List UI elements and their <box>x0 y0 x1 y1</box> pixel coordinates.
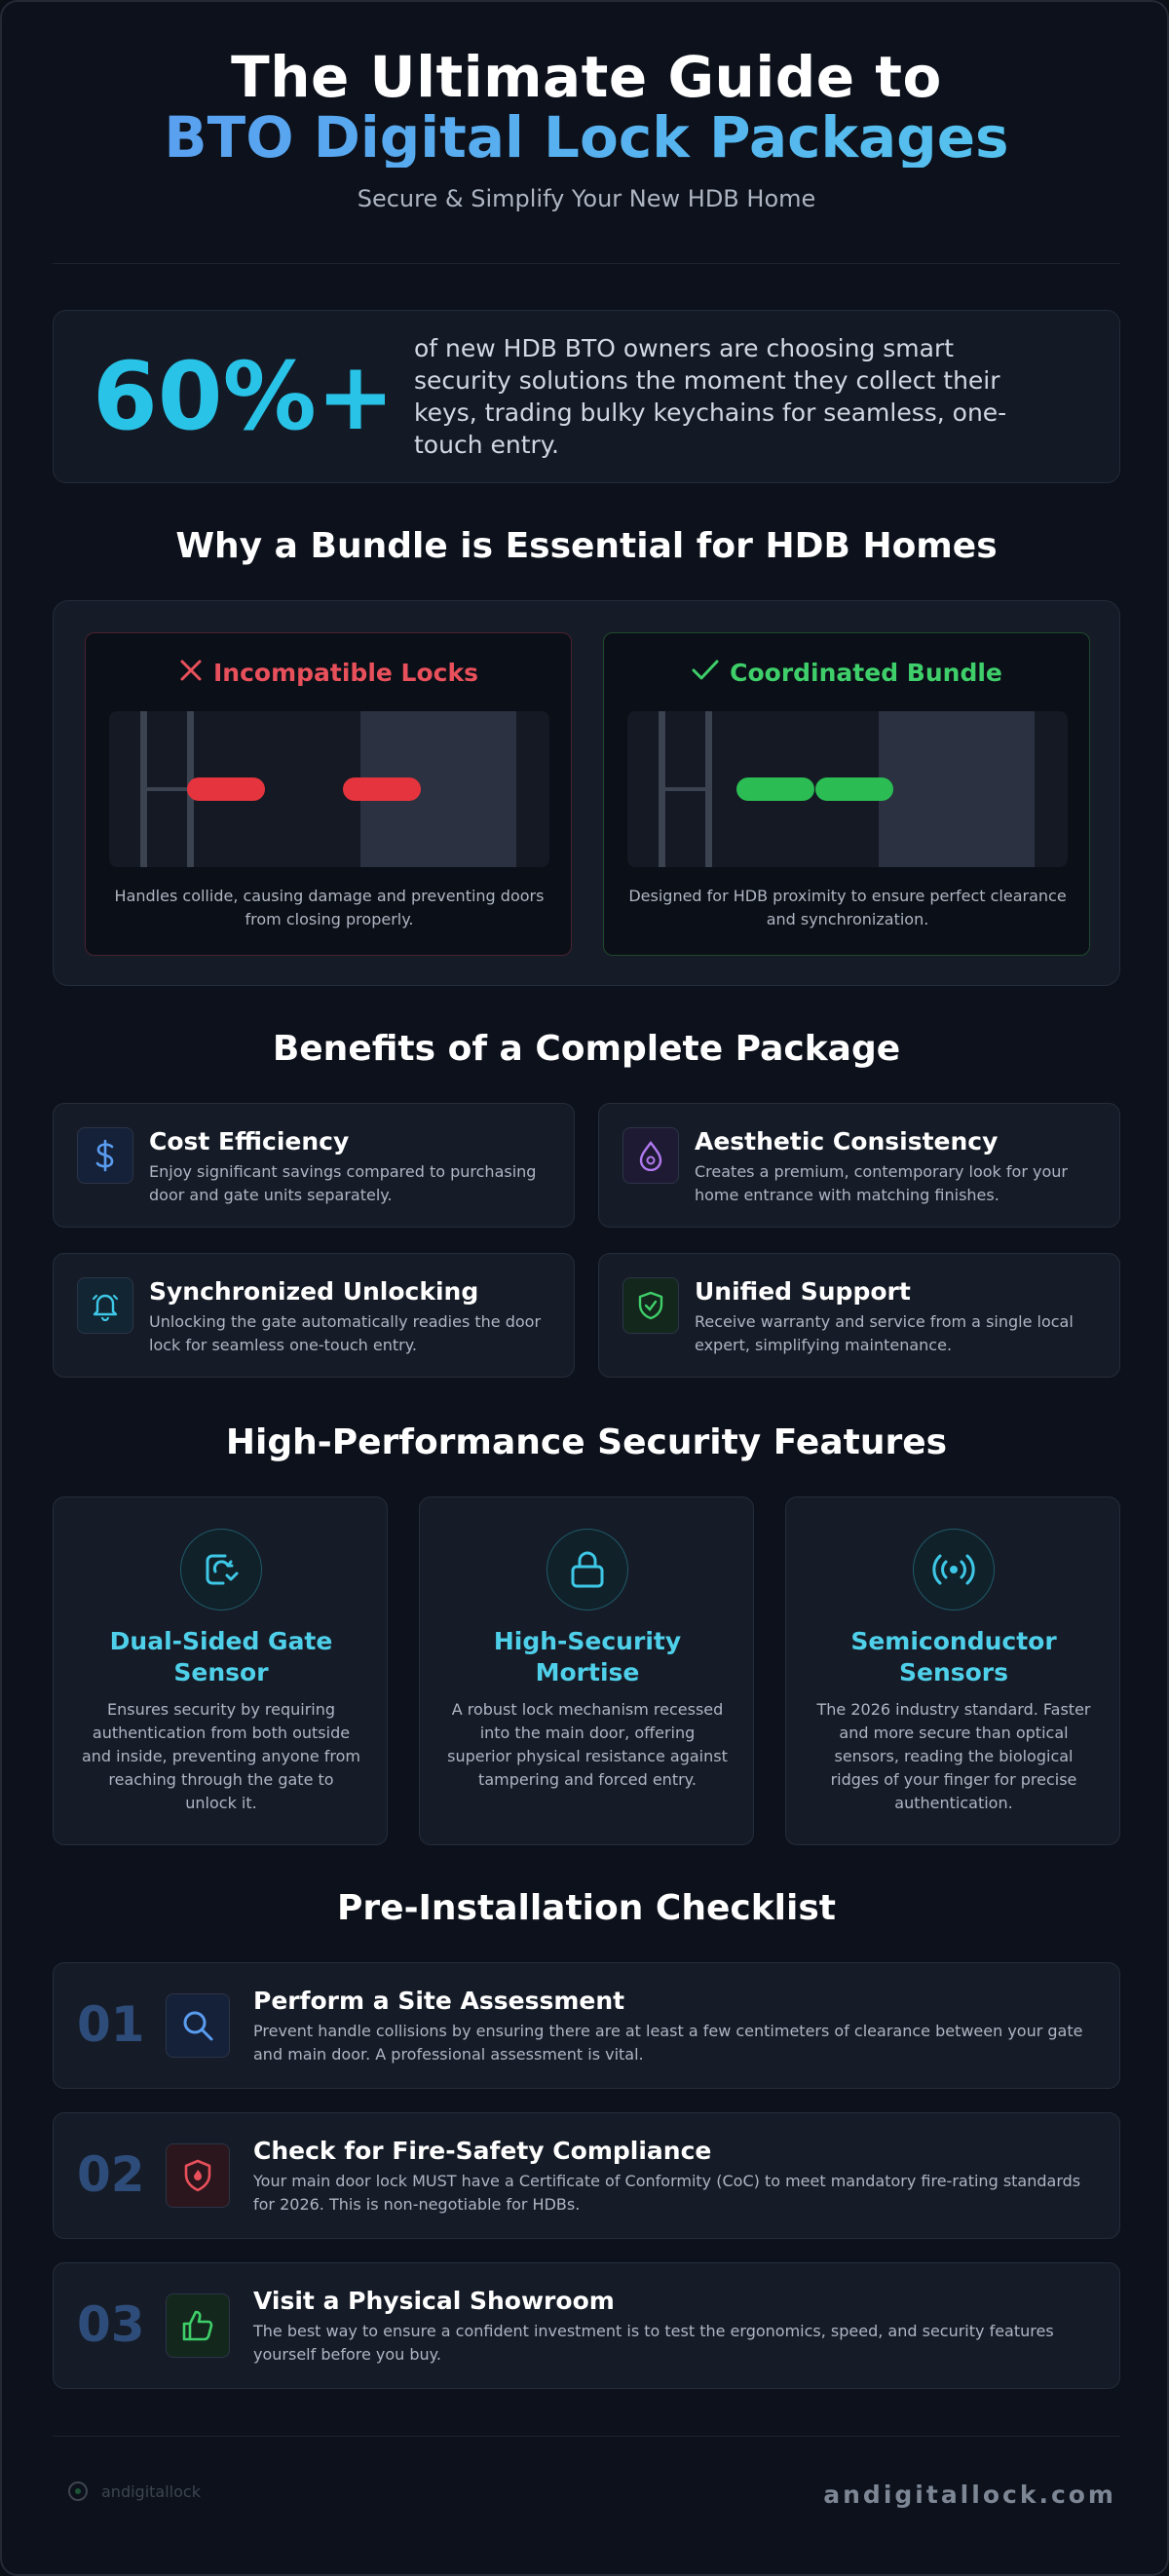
benefit-title: Synchronized Unlocking <box>149 1277 479 1306</box>
feature-title: Dual-Sided Gate Sensor <box>109 1627 333 1686</box>
door-panel <box>879 711 1035 867</box>
check-icon <box>691 657 720 691</box>
broadcast-icon <box>913 1529 995 1610</box>
coordinated-bundle-card: Coordinated Bundle Designed for HDB prox… <box>603 632 1090 956</box>
checklist-number: 02 <box>77 2146 145 2203</box>
benefit-title: Cost Efficiency <box>149 1127 350 1155</box>
benefit-card: Cost Efficiency Enjoy significant saving… <box>53 1103 575 1228</box>
incompatible-locks-label: Incompatible Locks <box>213 659 478 687</box>
benefits-grid: Cost Efficiency Enjoy significant saving… <box>53 1103 1120 1378</box>
checklist-item: 03 Visit a Physical Showroom The best wa… <box>53 2262 1120 2389</box>
logo-icon <box>68 2481 88 2501</box>
coordinated-bundle-description: Designed for HDB proximity to ensure per… <box>628 887 1067 928</box>
sensor-icon <box>180 1529 262 1610</box>
benefit-text: Creates a premium, contemporary look for… <box>695 1162 1068 1204</box>
bundle-panel: Incompatible Locks Handles collide, caus… <box>53 600 1120 986</box>
checklist-text: Prevent handle collisions by ensuring th… <box>253 2022 1083 2064</box>
search-icon <box>166 1993 230 2058</box>
collision-illustration <box>109 711 549 867</box>
incompatible-locks-header: Incompatible Locks <box>86 657 571 691</box>
checklist-item: 02 Check for Fire-Safety Compliance Your… <box>53 2112 1120 2239</box>
benefit-card: Aesthetic Consistency Creates a premium,… <box>598 1103 1120 1228</box>
coordinated-bundle-header: Coordinated Bundle <box>604 657 1089 691</box>
benefit-text: Receive warranty and service from a sing… <box>695 1312 1074 1354</box>
gate-handle <box>736 777 814 801</box>
incompatible-locks-description: Handles collide, causing damage and prev… <box>114 887 545 928</box>
feature-text: Ensures security by requiring authentica… <box>81 1700 360 1812</box>
header-divider <box>53 263 1120 264</box>
benefit-title: Unified Support <box>695 1277 911 1306</box>
benefit-text: Enjoy significant savings compared to pu… <box>149 1162 537 1204</box>
feature-card: Dual-Sided Gate Sensor Ensures security … <box>53 1496 388 1845</box>
x-icon <box>178 657 204 691</box>
hero-header: The Ultimate Guide to BTO Digital Lock P… <box>53 47 1120 212</box>
stat-box: 60%+ of new HDB BTO owners are choosing … <box>53 310 1120 483</box>
dollar-icon <box>77 1127 133 1184</box>
feature-title: Semiconductor Sensors <box>850 1627 1057 1686</box>
feature-card: High-Security Mortise A robust lock mech… <box>419 1496 754 1845</box>
shield-check-icon <box>622 1277 679 1334</box>
feature-title: High-Security Mortise <box>493 1627 682 1686</box>
fire-shield-icon <box>166 2143 230 2208</box>
coordinated-bundle-label: Coordinated Bundle <box>730 659 1002 687</box>
footer-logo: andigitallock <box>66 2480 201 2503</box>
subtitle: Secure & Simplify Your New HDB Home <box>357 185 816 212</box>
lock-icon <box>547 1529 628 1610</box>
title-line-2: BTO Digital Lock Packages <box>53 107 1120 168</box>
features-section-title: High-Performance Security Features <box>225 1422 948 1462</box>
checklist-text: Your main door lock MUST have a Certific… <box>253 2172 1081 2214</box>
feature-card: Semiconductor Sensors The 2026 industry … <box>785 1496 1120 1845</box>
gate-handle <box>187 777 265 801</box>
checklist-item: 01 Perform a Site Assessment Prevent han… <box>53 1962 1120 2089</box>
benefits-section-title: Benefits of a Complete Package <box>272 1029 901 1069</box>
title-line-1: The Ultimate Guide to <box>231 44 942 110</box>
checklist-number: 03 <box>77 2296 145 2353</box>
feature-text: The 2026 industry standard. Faster and m… <box>816 1700 1091 1812</box>
incompatible-locks-card: Incompatible Locks Handles collide, caus… <box>85 632 572 956</box>
thumbs-up-icon <box>166 2293 230 2358</box>
stat-value: 60%+ <box>93 342 396 451</box>
benefit-title: Aesthetic Consistency <box>695 1127 999 1155</box>
features-row: Dual-Sided Gate Sensor Ensures security … <box>53 1496 1120 1845</box>
checklist-section-title: Pre-Installation Checklist <box>337 1888 836 1928</box>
feature-text: A robust lock mechanism recessed into th… <box>447 1700 728 1789</box>
checklist-title: Perform a Site Assessment <box>253 1987 625 2015</box>
bundle-section-title: Why a Bundle is Essential for HDB Homes <box>175 526 998 566</box>
footer-divider <box>53 2436 1120 2437</box>
door-handle <box>343 777 421 801</box>
checklist-text: The best way to ensure a confident inves… <box>253 2322 1054 2364</box>
bell-icon <box>77 1277 133 1334</box>
benefit-card: Synchronized Unlocking Unlocking the gat… <box>53 1253 575 1378</box>
footer-url[interactable]: andigitallock.com <box>823 2481 1116 2509</box>
droplet-icon <box>622 1127 679 1184</box>
logo-text: andigitallock <box>101 2481 201 2501</box>
clearance-illustration <box>627 711 1068 867</box>
benefit-card: Unified Support Receive warranty and ser… <box>598 1253 1120 1378</box>
door-handle <box>815 777 893 801</box>
checklist-title: Check for Fire-Safety Compliance <box>253 2137 712 2165</box>
benefit-text: Unlocking the gate automatically readies… <box>149 1312 542 1354</box>
checklist-title: Visit a Physical Showroom <box>253 2287 615 2315</box>
checklist-number: 01 <box>77 1996 145 2053</box>
stat-text: of new HDB BTO owners are choosing smart… <box>414 334 1007 459</box>
